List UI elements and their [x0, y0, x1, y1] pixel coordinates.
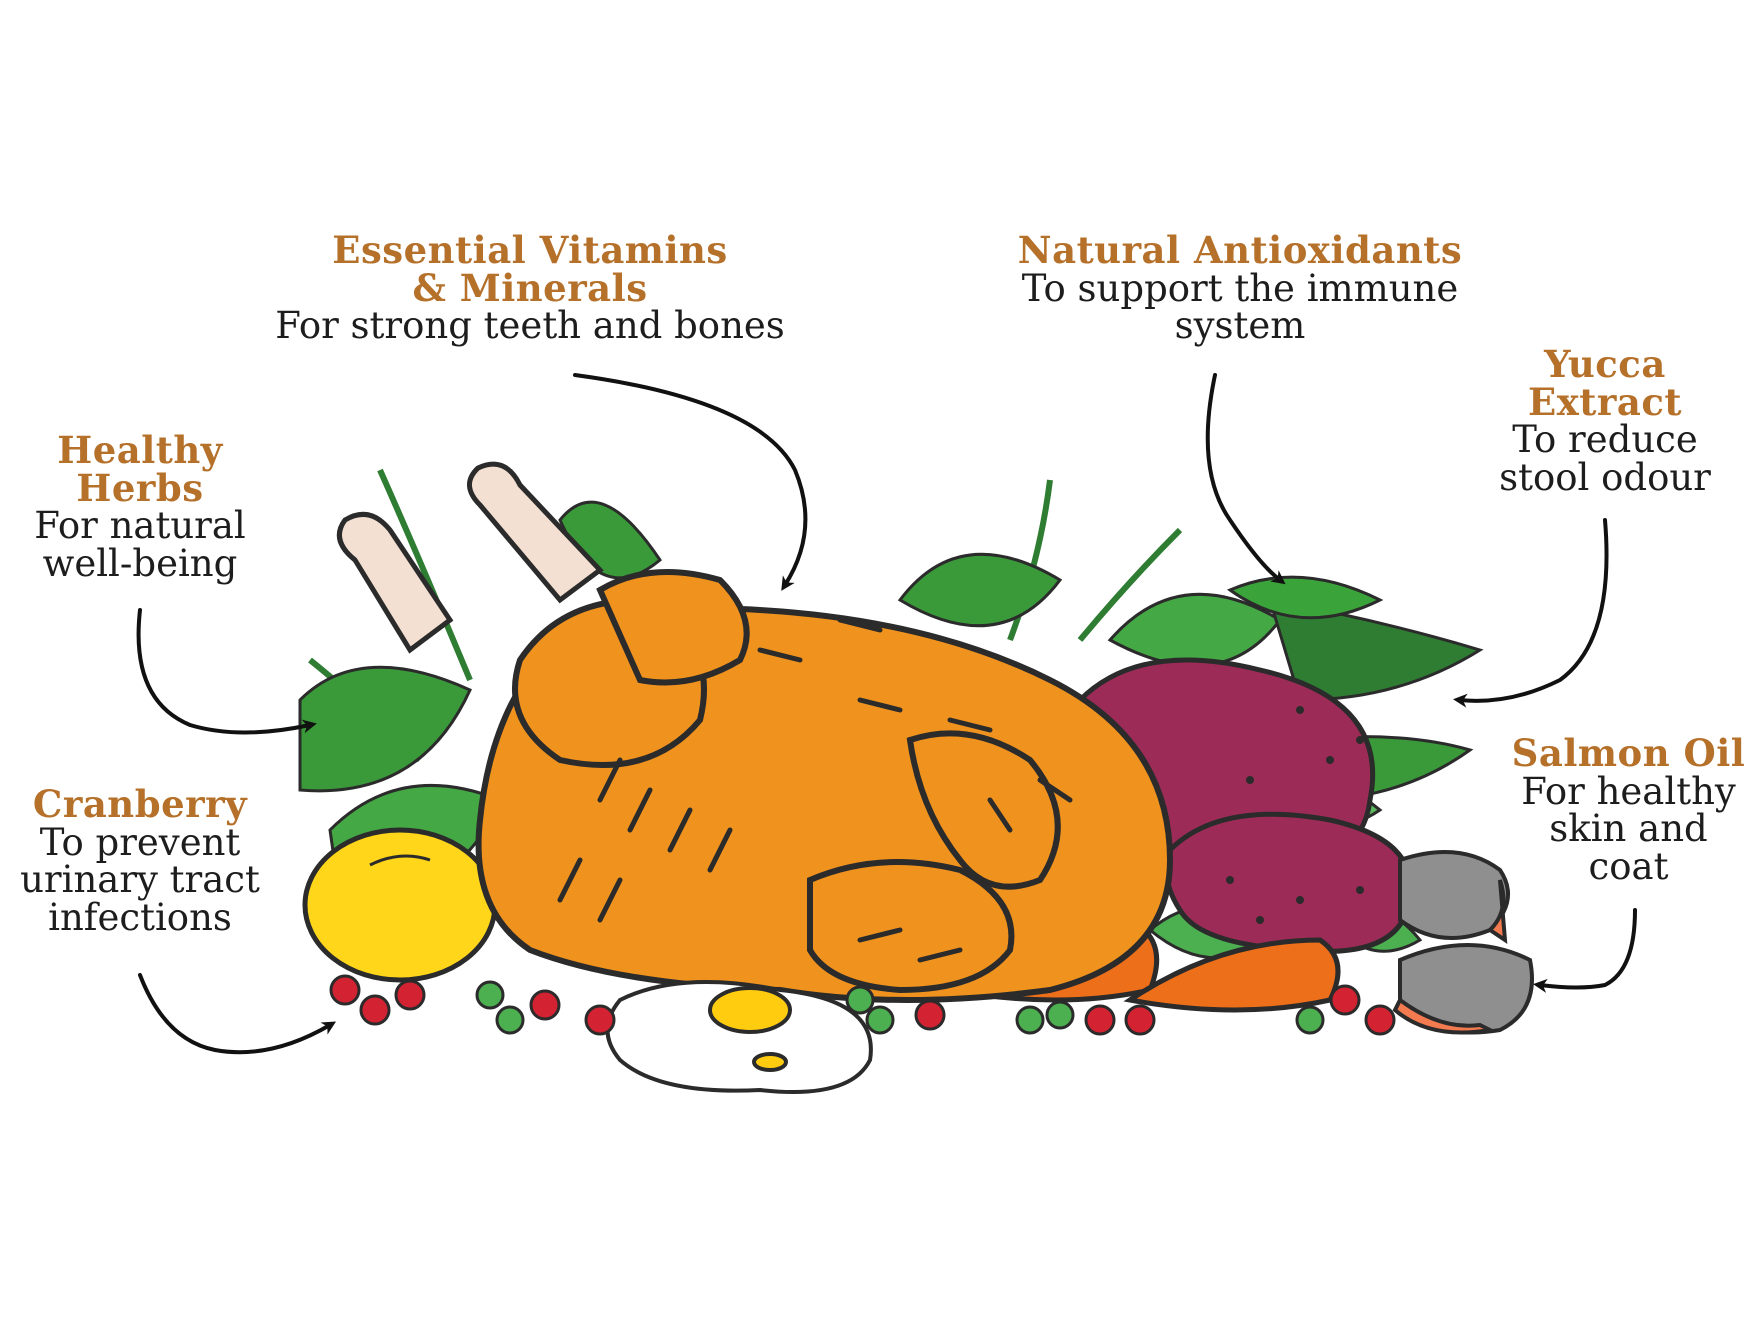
pointer-arrows	[136, 373, 1637, 1055]
salmon-fillet	[1398, 850, 1510, 940]
arrow-yucca	[1453, 518, 1609, 708]
rosemary-sprig	[1077, 527, 1183, 642]
herb-leaf	[897, 552, 1063, 628]
pea	[1015, 1005, 1045, 1035]
callout-title: Cranberry	[32, 782, 248, 826]
arrow-vitamins	[573, 373, 808, 591]
cranberry	[1329, 984, 1361, 1016]
roast-chicken	[475, 569, 1174, 1003]
peas-and-cranberries	[329, 974, 1396, 1036]
cranberry	[1124, 1004, 1156, 1036]
pea	[1295, 1005, 1325, 1035]
pea	[1045, 1000, 1075, 1030]
bone	[336, 511, 454, 654]
rosemary-sprig	[1007, 479, 1053, 642]
egg-yolk	[708, 986, 792, 1034]
pea	[865, 1005, 895, 1035]
pea	[475, 980, 505, 1010]
callout-description: For strong teeth and bones	[275, 304, 785, 348]
drumstick-bones	[336, 461, 604, 654]
chicken-drumstick	[596, 569, 750, 686]
arrow-cranberry	[138, 973, 337, 1055]
callout-title: Natural Antioxidants	[1017, 228, 1463, 272]
arrow-antioxidants	[1205, 373, 1286, 585]
rosemary-sprig	[377, 468, 473, 682]
callout-description: For natural well-being	[34, 504, 246, 586]
pea	[845, 985, 875, 1015]
callout-description: To reduce stool odour	[1499, 418, 1711, 500]
callout-title: Salmon Oil	[1511, 731, 1746, 775]
salmon-fillets	[1392, 850, 1534, 1035]
cranberry	[329, 974, 361, 1006]
cranberry	[359, 994, 391, 1026]
potato	[1164, 811, 1414, 954]
cranberry	[529, 989, 561, 1021]
callout-herbs: Healthy Herbs For natural well-being	[0, 428, 280, 586]
cranberry	[394, 979, 426, 1011]
chicken-thigh	[807, 859, 1015, 994]
egg-white	[605, 980, 873, 1094]
cranberry	[1084, 1004, 1116, 1036]
arrow-salmon	[1533, 908, 1637, 993]
fried-egg	[605, 980, 873, 1094]
egg-yolk	[752, 1052, 788, 1072]
pea	[495, 1005, 525, 1035]
callout-title: Yucca Extract	[1528, 342, 1682, 424]
callout-cranberry: Cranberry To prevent urinary tract infec…	[0, 782, 280, 940]
arrow-herbs	[136, 608, 317, 735]
callout-description: To prevent urinary tract infections	[20, 820, 260, 940]
callout-antioxidants: Natural Antioxidants To support the immu…	[960, 228, 1520, 348]
callout-salmon-oil: Salmon Oil For healthy skin and coat	[1500, 731, 1757, 889]
callout-title: Healthy Herbs	[57, 428, 223, 510]
lemon	[302, 827, 498, 983]
cranberry	[584, 1004, 616, 1036]
salmon-flesh	[1392, 996, 1497, 1035]
chicken-wing	[906, 730, 1061, 890]
callout-description: To support the immune system	[1021, 266, 1459, 348]
cranberry	[1364, 1004, 1396, 1036]
callout-description: For healthy skin and coat	[1521, 769, 1736, 889]
callout-vitamins: Essential Vitamins & Minerals For strong…	[220, 228, 840, 348]
callout-title: Essential Vitamins & Minerals	[332, 228, 728, 310]
bone	[467, 461, 604, 604]
callout-yucca: Yucca Extract To reduce stool odour	[1470, 342, 1740, 500]
herb-leaf	[298, 665, 472, 793]
cranberry	[914, 999, 946, 1031]
salmon-flesh	[1486, 879, 1508, 944]
carrot	[1123, 937, 1341, 1013]
